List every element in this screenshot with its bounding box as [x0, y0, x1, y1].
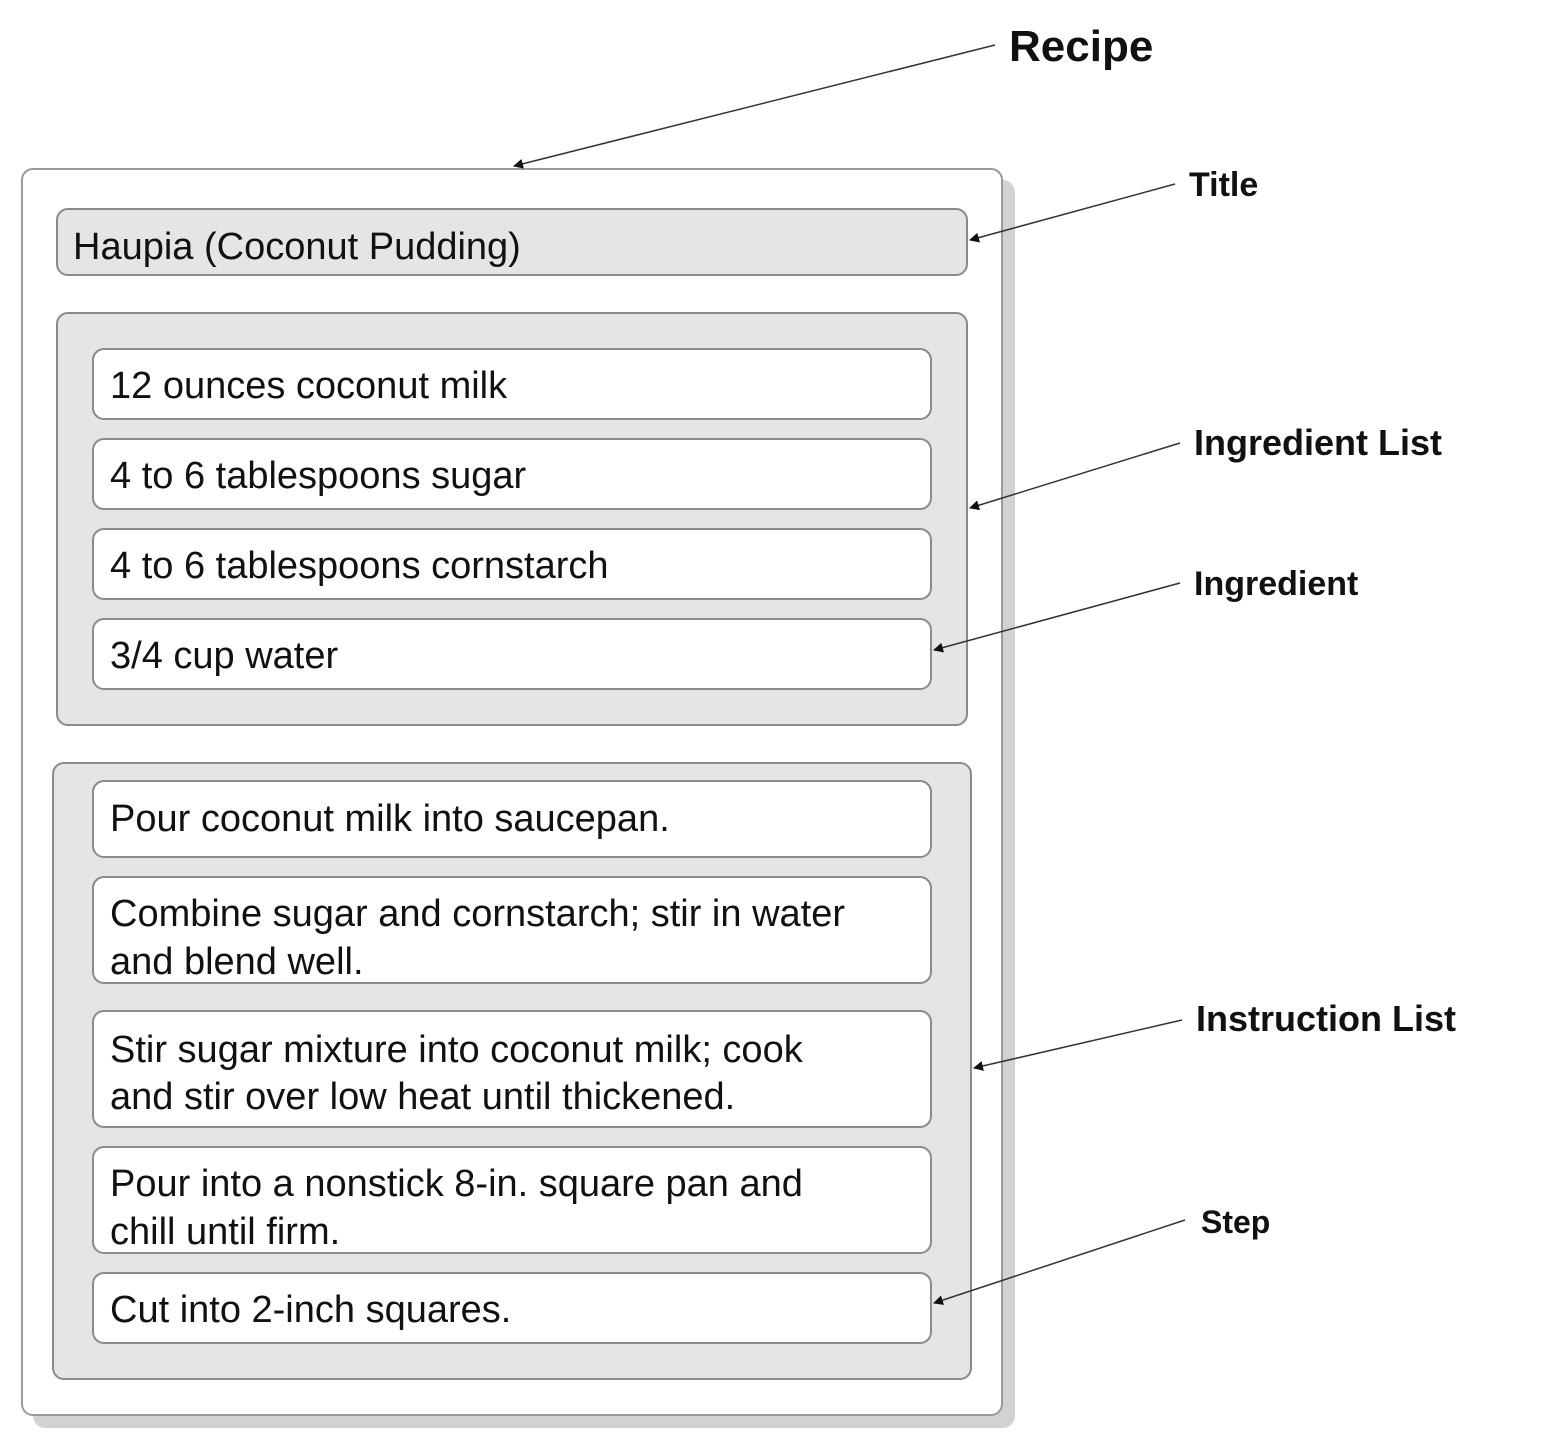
- ingredient-text: 12 ounces coconut milk: [110, 365, 508, 407]
- ingredient-text: 4 to 6 tablespoons sugar: [110, 455, 527, 497]
- ingredient-box: [92, 528, 932, 600]
- ingredient-label: Ingredient: [1194, 565, 1359, 603]
- recipe-title: Haupia (Coconut Pudding): [73, 226, 521, 268]
- step-text: chill until firm.: [110, 1211, 341, 1253]
- ingredient-list-label: Ingredient List: [1194, 422, 1443, 463]
- title-label: Title: [1189, 166, 1259, 204]
- step-text: Pour coconut milk into saucepan.: [110, 798, 670, 840]
- title-box: [56, 208, 968, 276]
- step-text: Cut into 2-inch squares.: [110, 1289, 512, 1331]
- ingredient-list-arrow: [969, 442, 1181, 511]
- step-text: Stir sugar mixture into coconut milk; co…: [110, 1029, 803, 1071]
- ingredient-box: [92, 618, 932, 690]
- ingredient-box: [92, 438, 932, 510]
- step-box: [92, 1272, 932, 1344]
- ingredient-text: 4 to 6 tablespoons cornstarch: [110, 545, 609, 587]
- step-label: Step: [1201, 1204, 1271, 1240]
- ingredient-box: [92, 348, 932, 420]
- ingredient-arrow: [933, 582, 1181, 653]
- step-text: Combine sugar and cornstarch; stir in wa…: [110, 893, 845, 935]
- step-text: Pour into a nonstick 8-in. square pan an…: [110, 1163, 803, 1205]
- step-box: [92, 1146, 932, 1254]
- recipe-arrow: [513, 44, 996, 169]
- step-box: [92, 780, 932, 858]
- step-text: and blend well.: [110, 941, 364, 983]
- step-box: [92, 1010, 932, 1128]
- step-text: and stir over low heat until thickened.: [110, 1076, 736, 1118]
- instruction-list-arrow: [973, 1019, 1183, 1071]
- title-arrow: [969, 183, 1176, 243]
- instruction-list-label: Instruction List: [1196, 998, 1456, 1039]
- recipe-label: Recipe: [1009, 22, 1154, 71]
- step-arrow: [933, 1219, 1186, 1305]
- ingredient-text: 3/4 cup water: [110, 635, 339, 677]
- step-box: [92, 876, 932, 984]
